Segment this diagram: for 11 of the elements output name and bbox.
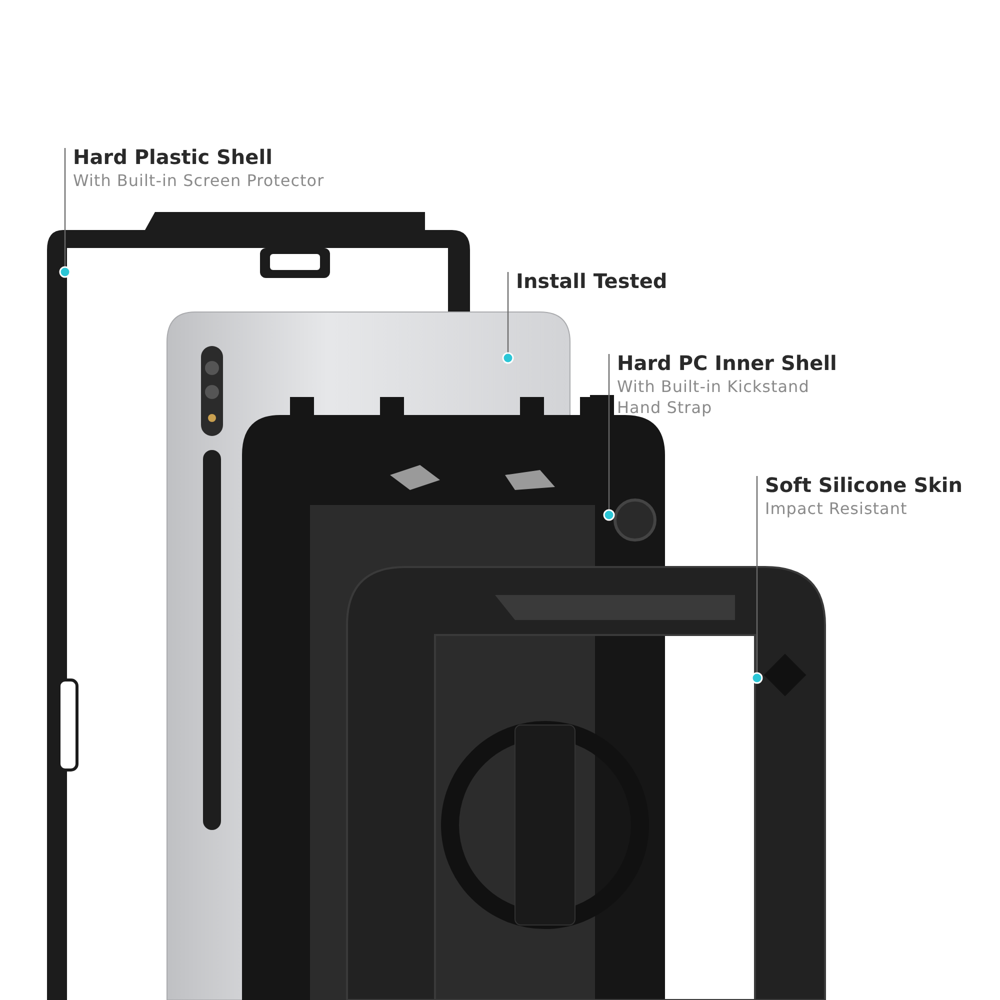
callout-subtitle: With Built-in Screen Protector <box>73 170 326 191</box>
callout-subtitle: With Built-in Kickstand Hand Strap <box>617 376 810 418</box>
callout-heading: Hard Plastic Shell <box>73 144 274 170</box>
leader-line <box>502 272 514 364</box>
callout-heading: Install Tested <box>516 268 668 294</box>
leader-line <box>603 354 615 521</box>
callout-subtitle: Impact Resistant <box>765 498 908 519</box>
callout-heading: Hard PC Inner Shell <box>617 350 838 376</box>
leader-line <box>59 148 71 278</box>
callout-heading: Soft Silicone Skin <box>765 472 964 498</box>
leader-line <box>751 476 763 684</box>
